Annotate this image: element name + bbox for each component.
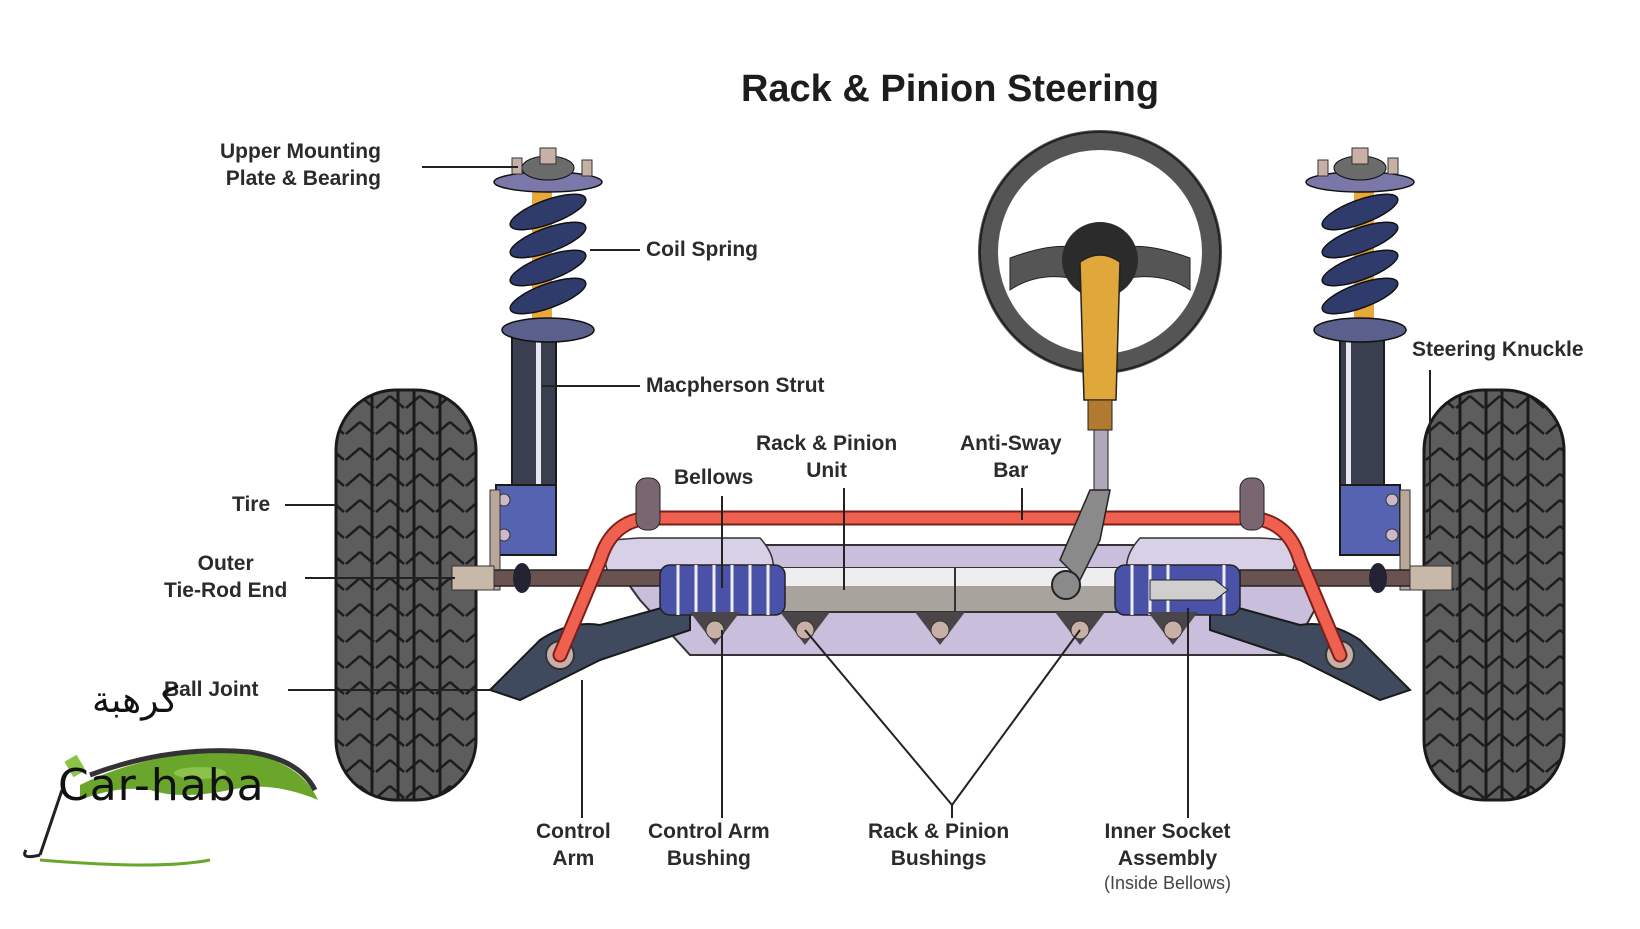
logo-arabic-text: كرهبة: [92, 680, 179, 721]
label-line: Control: [536, 820, 611, 843]
label-inner-socket-assembly: Inner Socket Assembly (Inside Bellows): [1104, 818, 1231, 894]
label-steering-knuckle: Steering Knuckle: [1412, 338, 1584, 361]
label-line: Inner Socket: [1104, 820, 1231, 843]
diagram-title: Rack & Pinion Steering: [740, 68, 1160, 110]
label-rack-pinion-bushings: Rack & Pinion Bushings: [868, 818, 1009, 872]
label-bellows: Bellows: [674, 466, 754, 489]
left-control-arm: [488, 598, 691, 702]
label-line: Bushings: [890, 847, 987, 870]
right-upper-mounting-plate: [1305, 147, 1415, 193]
label-line: Anti-Sway: [960, 432, 1062, 455]
right-macpherson-strut: [1339, 329, 1411, 591]
label-line: Bar: [993, 459, 1029, 482]
right-bellows: [1114, 564, 1241, 616]
label-line: Bushing: [666, 847, 751, 870]
right-coil-spring: [1313, 190, 1407, 343]
label-line: Upper Mounting: [220, 140, 381, 163]
label-rack-pinion-unit: Rack & Pinion Unit: [756, 430, 897, 484]
label-line: Outer: [197, 552, 254, 575]
label-line: Unit: [806, 459, 848, 482]
label-control-arm: Control Arm: [536, 818, 611, 872]
anti-sway-bar: [552, 477, 1348, 663]
right-tie-rod: [1239, 563, 1453, 593]
logo-latin-text: Car-haba: [58, 760, 265, 811]
steering-column: [1051, 254, 1121, 600]
left-macpherson-strut: [489, 329, 557, 591]
label-line: Plate & Bearing: [225, 167, 381, 190]
label-line: Arm: [552, 847, 595, 870]
logo-graphic: [23, 748, 318, 867]
label-ball-joint: Ball Joint: [164, 678, 259, 701]
left-tire: [334, 388, 478, 802]
right-tire: [1422, 388, 1566, 802]
label-macpherson-strut: Macpherson Strut: [646, 374, 825, 397]
label-control-arm-bushing: Control Arm Bushing: [648, 818, 770, 872]
label-note: (Inside Bellows): [1104, 873, 1232, 893]
left-bellows: [659, 564, 786, 616]
label-coil-spring: Coil Spring: [646, 238, 758, 261]
left-coil-spring: [501, 190, 595, 343]
label-upper-mounting-plate: Upper Mounting Plate & Bearing: [220, 138, 381, 192]
label-anti-sway-bar: Anti-Sway Bar: [960, 430, 1062, 484]
left-upper-mounting-plate: [493, 147, 603, 193]
label-line: Control Arm: [648, 820, 770, 843]
rack-bushings: [690, 612, 1198, 645]
label-line: Rack & Pinion: [868, 820, 1010, 843]
left-tie-rod: [451, 563, 663, 593]
leader-lines: [285, 166, 1431, 818]
label-tire: Tire: [232, 493, 271, 516]
label-line: Assembly: [1117, 847, 1218, 870]
label-line: Tie-Rod End: [164, 579, 288, 602]
label-outer-tie-rod-end: Outer Tie-Rod End: [164, 550, 287, 604]
label-line: Rack & Pinion: [756, 432, 898, 455]
